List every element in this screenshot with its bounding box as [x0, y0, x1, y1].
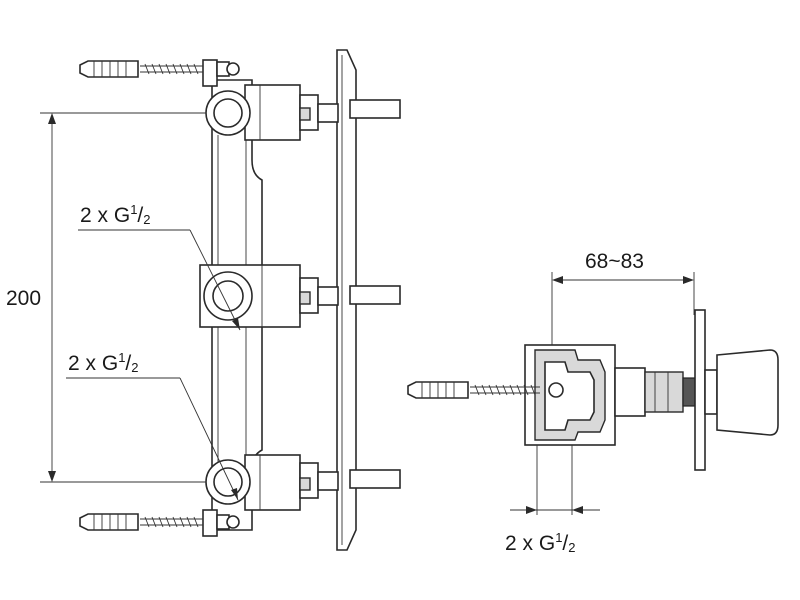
bottom-port — [205, 459, 251, 505]
depth-dimension — [551, 272, 695, 345]
thread-label-bottom: 2 x G1/2 — [68, 350, 139, 375]
bottom-housing — [244, 454, 401, 511]
side-body — [524, 344, 616, 446]
thread-label-middle: 2 x G1/2 — [80, 202, 151, 227]
thread-leaders — [66, 229, 241, 501]
top-port — [205, 90, 251, 136]
height-dimension — [40, 112, 206, 483]
top-mounting-screw — [79, 59, 240, 87]
top-housing — [244, 84, 401, 141]
side-mounting-screw — [407, 381, 564, 399]
side-view — [407, 272, 779, 515]
bottom-mounting-screw — [79, 509, 240, 537]
middle-port — [203, 271, 253, 321]
side-handle — [704, 349, 779, 436]
thread-label-side: 2 x G1/2 — [505, 530, 576, 555]
front-view — [40, 49, 401, 551]
depth-dimension-label: 68~83 — [585, 250, 644, 273]
thread-spacing-dimension — [510, 445, 600, 515]
side-wall-plate — [694, 309, 706, 471]
wall-plate — [336, 49, 357, 551]
side-stem — [614, 367, 696, 417]
height-dimension-label: 200 — [6, 287, 41, 310]
